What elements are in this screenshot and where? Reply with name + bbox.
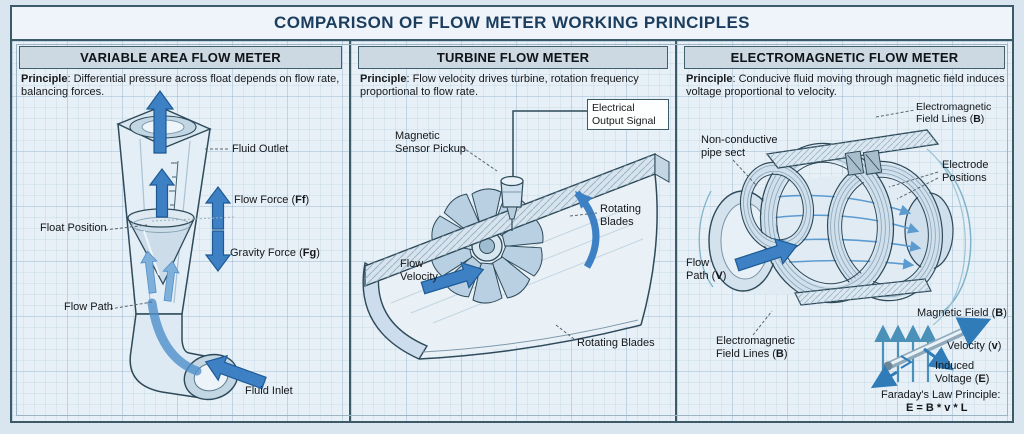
flow-band — [147, 298, 202, 376]
label-induced-voltage: Induced Voltage (E) — [935, 360, 990, 385]
label-velocity: Velocity (v) — [947, 340, 1002, 352]
label-flow-path-v: Flow Path (V) — [686, 257, 727, 282]
faraday-vector-diagram — [870, 317, 992, 389]
flow-velocity-arrow — [420, 261, 485, 295]
panel-variable-area-header: VARIABLE AREA FLOW METER — [19, 46, 342, 69]
panel-variable-area: VARIABLE AREA FLOW METER Principle: Diff… — [12, 41, 349, 421]
outlet-arrow — [145, 89, 175, 154]
panel-turbine: TURBINE FLOW METER Principle: Flow veloc… — [349, 41, 677, 421]
leader-lines — [732, 109, 939, 336]
induced-voltage-arrows — [870, 346, 954, 389]
label-fluid-inlet: Fluid Inlet — [245, 385, 293, 397]
fluid-inlet-arrow — [204, 354, 267, 390]
flow-force-arrow — [204, 186, 232, 230]
label-non-conductive-pipe: Non-conductive pipe sect — [701, 134, 778, 159]
turbine-diagram — [362, 110, 670, 360]
label-flow-path: Flow Path — [64, 301, 113, 313]
leader-lines — [104, 148, 237, 310]
panel-variable-area-principle: Principle: Differential pressure across … — [21, 73, 340, 99]
panel-electromagnetic-header: ELECTROMAGNETIC FLOW METER — [684, 46, 1005, 69]
label-flow-force: Flow Force (Ff) — [234, 194, 310, 206]
electromagnetic-diagram — [698, 109, 992, 389]
outer-frame: COMPARISON OF FLOW METER WORKING PRINCIP… — [10, 5, 1014, 423]
panel-electromagnetic: ELECTROMAGNETIC FLOW METER Principle: Co… — [677, 41, 1012, 421]
panel-turbine-principle: Principle: Flow velocity drives turbine,… — [360, 73, 639, 99]
label-flow-velocity: Flow Velocity — [400, 258, 438, 283]
label-em-field-lines-bottom: Electromagnetic Field Lines (B) — [716, 335, 795, 360]
label-magnetic-sensor-pickup: Magnetic Sensor Pickup — [395, 130, 466, 155]
inner-flow-arrow — [148, 168, 176, 218]
small-flow-arrows — [140, 250, 180, 302]
gravity-force-arrow — [204, 230, 232, 272]
variable-area-diagram — [104, 89, 267, 401]
flow-path-arrow — [734, 238, 798, 272]
electrical-output-signal-box: Electrical Output Signal — [587, 99, 669, 131]
label-fluid-outlet: Fluid Outlet — [232, 143, 289, 155]
magnet-yoke — [765, 129, 940, 306]
velocity-arrow — [955, 317, 992, 347]
leader-lines — [461, 146, 598, 340]
label-faraday-title: Faraday's Law Principle: — [881, 389, 1001, 401]
panel-turbine-header: TURBINE FLOW METER — [358, 46, 668, 69]
label-em-field-lines-top: Electromagnetic Field Lines (B) — [916, 101, 992, 126]
label-faraday-formula: E = B * v * L — [906, 402, 968, 414]
label-magnetic-field: Magnetic Field (B) — [917, 307, 1007, 319]
panel-electromagnetic-principle: Principle: Conducive fluid moving throug… — [686, 73, 1005, 99]
inlet-elbow — [129, 298, 239, 401]
pipe-cut-surface — [364, 152, 670, 288]
panels-row: VARIABLE AREA FLOW METER Principle: Diff… — [12, 41, 1012, 421]
electrodes — [844, 149, 883, 176]
page-title: COMPARISON OF FLOW METER WORKING PRINCIP… — [12, 7, 1012, 41]
label-gravity-force: Gravity Force (Fg) — [230, 247, 320, 259]
magnetic-sensor — [500, 175, 524, 231]
label-rotating-blades-bottom: Rotating Blades — [577, 337, 655, 349]
rotation-arrow — [574, 190, 600, 269]
label-electrode-positions: Electrode Positions — [942, 159, 989, 184]
label-float-position: Float Position — [40, 222, 107, 234]
float-cone — [126, 208, 196, 286]
label-rotating-blades-top: Rotating Blades — [600, 203, 641, 228]
signal-wire — [512, 110, 587, 177]
